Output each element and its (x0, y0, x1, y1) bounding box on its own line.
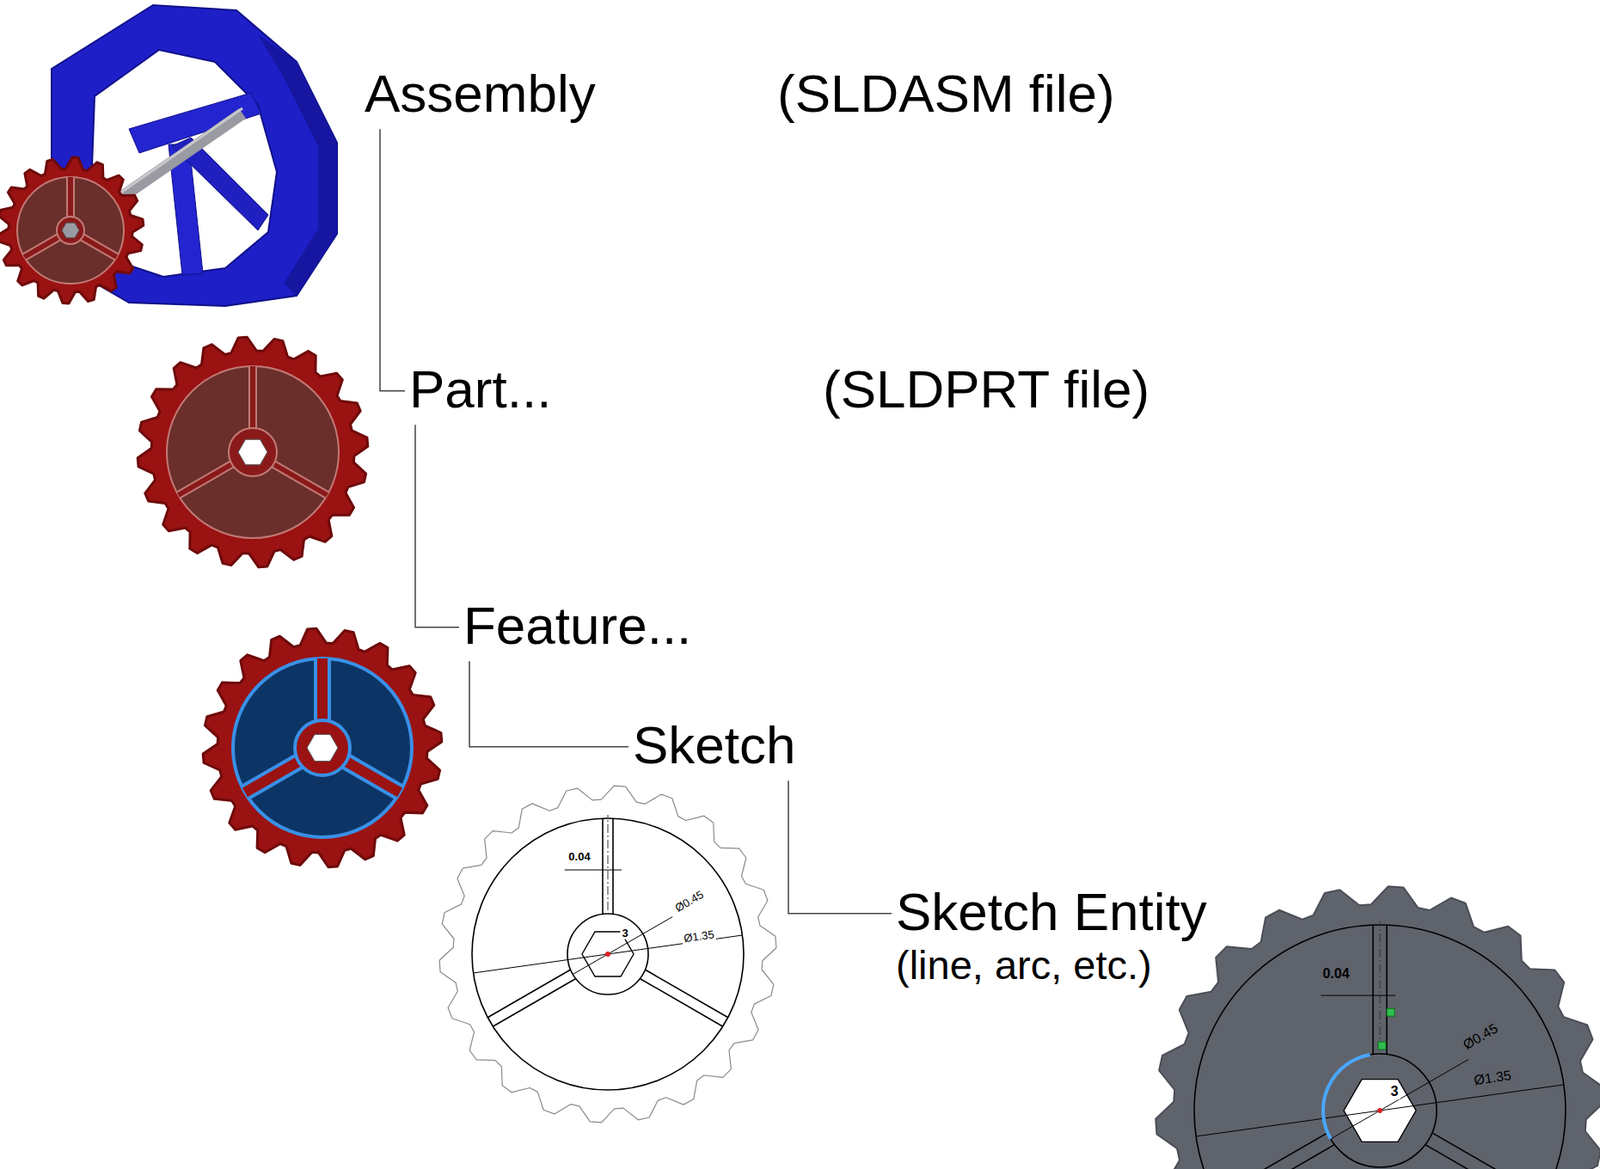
selected-arc (1323, 1054, 1371, 1140)
dimension-label: Ø1.35 (1471, 1067, 1515, 1089)
sketch-entity-screenshot (1155, 886, 1600, 1169)
hub-circle (1323, 1054, 1437, 1168)
origin-mark (605, 951, 611, 957)
slot-line (1425, 1145, 1538, 1169)
hub (228, 428, 277, 477)
dimension-line (1195, 1085, 1564, 1137)
tree-level: Feature... (463, 594, 692, 656)
gear-face (166, 366, 339, 539)
file-type: (SLDPRT file) (822, 358, 1150, 420)
slot-line (492, 979, 576, 1028)
dimension-label: Ø0.45 (1459, 1019, 1502, 1054)
gear-face (17, 177, 124, 284)
hub-circle (567, 913, 649, 995)
relation-icon (1378, 1042, 1386, 1050)
feature-gear (202, 628, 442, 868)
slot-line (601, 818, 604, 914)
gear-teeth (202, 628, 442, 868)
slot-line (1385, 925, 1388, 1055)
gear-teeth (0, 157, 144, 304)
relation-icon (1386, 1008, 1395, 1017)
origin-mark (1377, 1108, 1383, 1114)
dimension-line (572, 917, 673, 975)
tree-level: Sketch Entity(line, arc, etc.) (895, 881, 1208, 989)
dimension-label: Ø0.45 (671, 888, 707, 916)
tree-connector (380, 128, 405, 391)
center-line (1379, 921, 1381, 1051)
gear-outline (1155, 886, 1600, 1169)
dimension-label: Ø1.35 (680, 928, 717, 946)
slot-line (487, 969, 571, 1018)
hex-hole (61, 222, 80, 238)
slot-line (1222, 1145, 1335, 1169)
tree-level: Assembly (364, 62, 596, 124)
gear-teeth (137, 337, 368, 568)
assembly-gear (0, 157, 144, 304)
tree-connector (415, 424, 460, 627)
level-name: Part... (409, 358, 552, 420)
gear-outline (439, 785, 777, 1123)
tree-connector (469, 661, 629, 747)
level-name: Assembly (364, 62, 596, 124)
selected-face (232, 658, 412, 838)
hub (56, 216, 85, 245)
dimension-line (1321, 995, 1396, 997)
slot-line (612, 818, 614, 914)
tree-level: Sketch (632, 714, 797, 776)
slot-line (1432, 1133, 1545, 1169)
level-note: (line, arc, etc.) (895, 942, 1208, 989)
gear-illustrations (0, 157, 1600, 1169)
slot-line (1215, 1133, 1328, 1169)
sketch-drawing (439, 785, 777, 1123)
dimension-line (564, 870, 622, 871)
level-name: Sketch Entity (895, 881, 1208, 943)
hex-hole (238, 439, 268, 465)
level-name: Feature... (463, 594, 692, 656)
tree-level: Part... (409, 358, 552, 420)
tree-connector (788, 780, 892, 914)
level-name: Sketch (632, 714, 797, 776)
hub (294, 720, 350, 776)
dimension-label: 3 (1389, 1084, 1401, 1100)
dimension-label: 3 (619, 927, 630, 940)
slot-line (1372, 925, 1374, 1055)
hex-hole (306, 734, 338, 761)
hex-hole (1343, 1079, 1417, 1143)
dimension-label: 0.04 (566, 851, 592, 864)
center-line (607, 815, 609, 911)
dimension-line (1330, 1060, 1469, 1140)
part-gear (137, 337, 368, 568)
dimension-label: 0.04 (1320, 966, 1351, 982)
file-type: (SLDASM file) (777, 62, 1116, 124)
slot-line (645, 969, 729, 1018)
slot-line (640, 979, 724, 1028)
